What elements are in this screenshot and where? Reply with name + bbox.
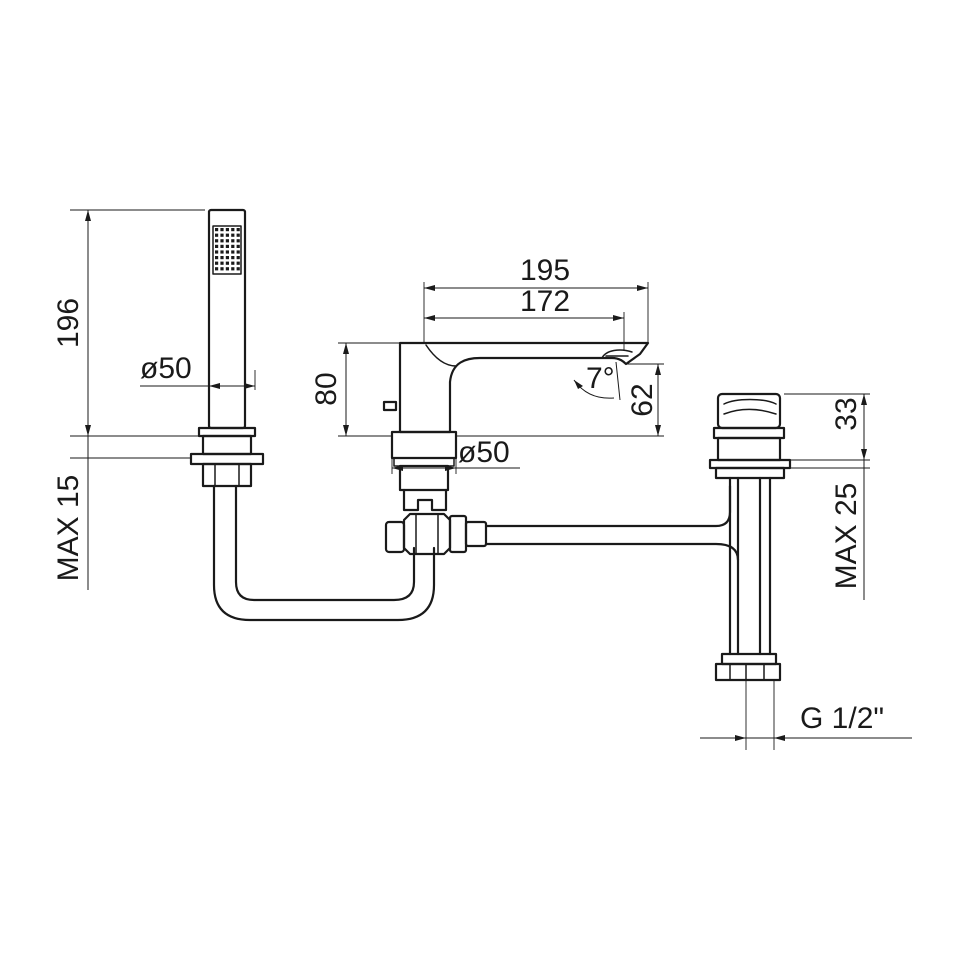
hand-shower-hose: [212, 484, 436, 622]
shower-nozzle: [236, 261, 240, 265]
label-172: 172: [520, 285, 570, 318]
shower-nozzle: [225, 233, 229, 237]
label-dia-50-center: ø50: [458, 436, 510, 469]
dim-dia-50-left: [140, 370, 256, 390]
dim-g12: [700, 680, 912, 750]
shower-nozzle: [225, 250, 229, 254]
shower-nozzle: [225, 261, 229, 265]
label-max15: MAX 15: [52, 475, 85, 582]
shower-nozzle: [236, 250, 240, 254]
shower-nozzle: [220, 267, 224, 271]
shower-nozzle: [231, 239, 235, 243]
dim-max25: [790, 460, 870, 600]
shower-nozzle: [220, 239, 224, 243]
label-62: 62: [626, 383, 659, 416]
dim-angle-7: [573, 361, 621, 401]
shower-nozzle: [220, 261, 224, 265]
dim-62: [456, 363, 664, 437]
shower-nozzle: [231, 256, 235, 260]
shower-nozzle: [231, 244, 235, 248]
shower-nozzle: [231, 233, 235, 237]
shower-nozzle: [225, 239, 229, 243]
connecting-pipe: [484, 484, 740, 562]
label-g12: G 1/2": [800, 702, 884, 735]
shower-nozzle: [215, 267, 219, 271]
dim-33: [784, 393, 870, 461]
valve: [708, 392, 792, 682]
shower-nozzle: [225, 256, 229, 260]
shower-nozzle: [220, 250, 224, 254]
shower-nozzle: [225, 267, 229, 271]
dim-dia-50-center: [391, 452, 520, 474]
shower-nozzle: [220, 256, 224, 260]
hand-shower: [189, 208, 265, 488]
shower-nozzle: [236, 228, 240, 232]
label-max25: MAX 25: [830, 483, 863, 590]
shower-nozzle: [231, 228, 235, 232]
label-196: 196: [52, 298, 85, 348]
shower-nozzle: [231, 267, 235, 271]
shower-nozzle: [215, 239, 219, 243]
diverter-tee: [384, 512, 488, 556]
spout: [382, 341, 650, 512]
label-dia-50-left: ø50: [140, 352, 192, 385]
shower-nozzle: [215, 244, 219, 248]
label-33: 33: [830, 397, 863, 430]
shower-nozzle: [236, 244, 240, 248]
shower-nozzle: [215, 256, 219, 260]
shower-nozzle: [215, 233, 219, 237]
shower-nozzle: [231, 250, 235, 254]
shower-nozzle: [236, 267, 240, 271]
dim-max15: [70, 436, 190, 590]
shower-nozzle: [236, 233, 240, 237]
dim-80: [338, 342, 400, 437]
shower-nozzle: [215, 250, 219, 254]
shower-nozzle: [220, 233, 224, 237]
label-80: 80: [310, 372, 343, 405]
shower-nozzle: [231, 261, 235, 265]
dim-196: [70, 209, 205, 437]
shower-nozzle: [236, 256, 240, 260]
shower-nozzle: [220, 244, 224, 248]
shower-nozzle: [236, 239, 240, 243]
shower-nozzle: [215, 261, 219, 265]
label-angle-7: 7°: [586, 362, 615, 395]
shower-nozzle-grid: [215, 228, 240, 271]
shower-nozzle: [225, 244, 229, 248]
shower-nozzle: [220, 228, 224, 232]
label-195: 195: [520, 254, 570, 287]
dim-172: [424, 312, 625, 350]
shower-nozzle: [225, 228, 229, 232]
dim-195: [423, 282, 649, 342]
shower-nozzle: [215, 228, 219, 232]
